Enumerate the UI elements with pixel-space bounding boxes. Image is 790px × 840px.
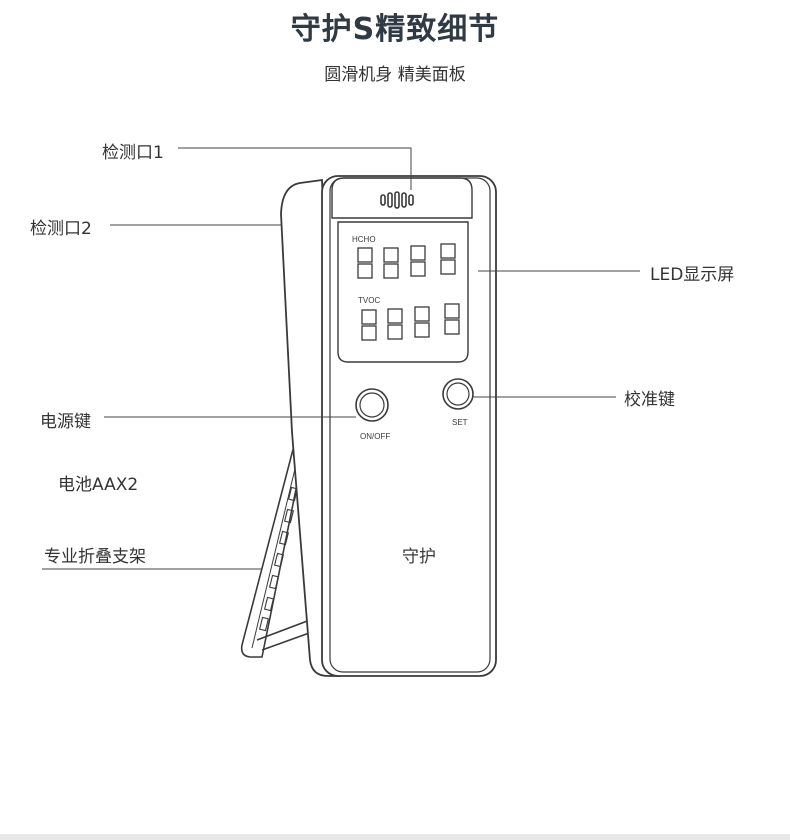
page-title: 守护S精致细节 xyxy=(290,12,500,47)
sensor-vent-icon xyxy=(380,191,414,209)
digit xyxy=(440,243,456,275)
callout-battery: 电池AAX2 xyxy=(58,475,139,495)
stand-slots xyxy=(258,486,299,632)
tvoc-digits xyxy=(361,303,460,341)
hcho-label: HCHO xyxy=(352,235,376,244)
digit xyxy=(410,245,426,277)
callout-sensor-port-2: 检测口2 xyxy=(30,219,92,239)
set-label: SET xyxy=(452,418,468,427)
page-subtitle: 圆滑机身 精美面板 xyxy=(324,65,466,85)
tvoc-label: TVOC xyxy=(358,296,380,305)
digit xyxy=(414,306,430,338)
top-panel xyxy=(331,177,473,219)
digit xyxy=(444,303,460,335)
hcho-digits xyxy=(357,243,456,279)
folding-stand xyxy=(240,437,313,658)
leader-sensor-port-1 xyxy=(178,147,412,190)
device-body xyxy=(280,175,497,677)
brand-mark: 守护 xyxy=(402,547,436,567)
callout-sensor-port-1: 检测口1 xyxy=(102,143,164,163)
set-button[interactable] xyxy=(442,378,474,410)
callout-led-screen: LED显示屏 xyxy=(650,265,735,285)
callout-stand: 专业折叠支架 xyxy=(44,547,146,567)
led-display xyxy=(337,221,469,363)
bottom-divider xyxy=(0,834,790,840)
digit xyxy=(383,247,399,279)
digit xyxy=(387,308,403,340)
leader-lines xyxy=(42,147,640,570)
digit xyxy=(361,309,377,341)
callout-power-key: 电源键 xyxy=(40,412,91,432)
onoff-label: ON/OFF xyxy=(360,432,390,441)
power-button[interactable] xyxy=(355,388,389,422)
digit xyxy=(357,247,373,279)
callout-calibrate-key: 校准键 xyxy=(624,390,675,410)
